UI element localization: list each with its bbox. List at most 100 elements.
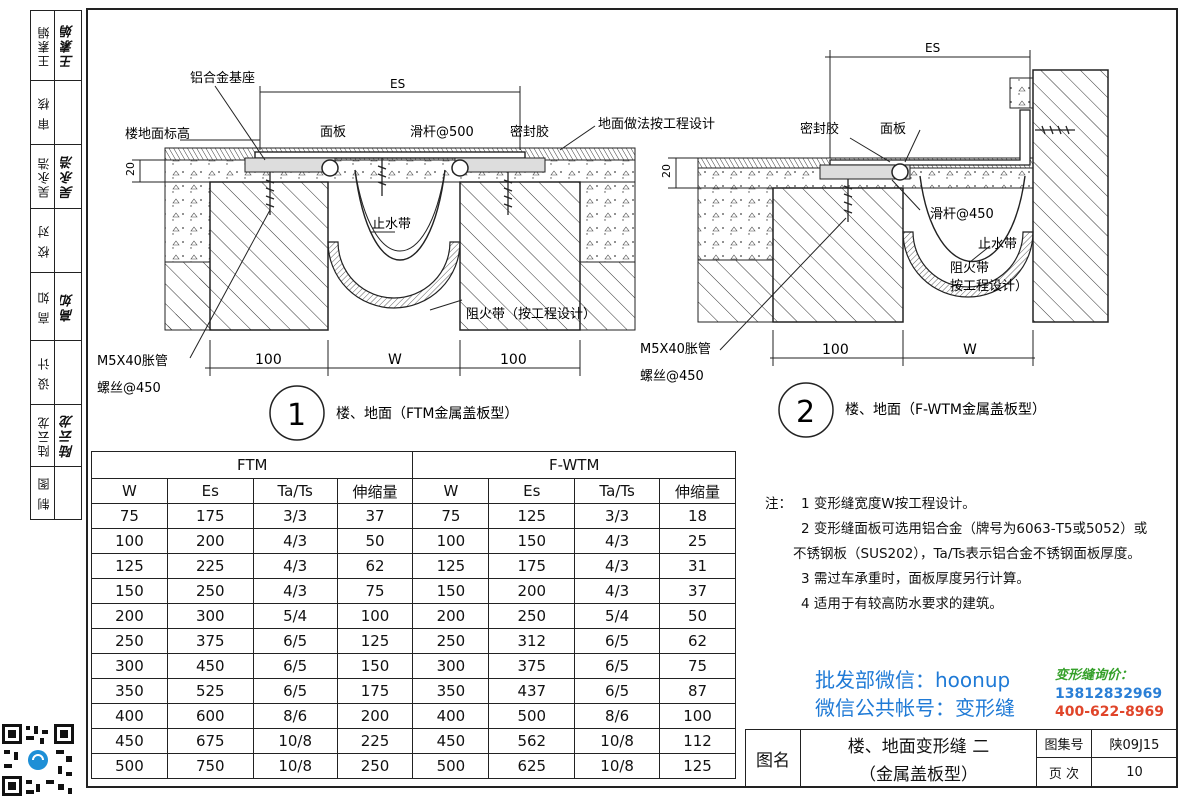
detail-number: 1 (287, 398, 306, 433)
table-cell: 437 (488, 678, 576, 704)
table-cell: 75 (412, 503, 490, 529)
table-cell: 750 (166, 753, 254, 779)
signature-column: 王素娟 王素娟 审 核 吴永浩 吴永浩 校 对 高 如 高如 设 计 陆云龙 陆… (30, 10, 82, 520)
table-cell: 50 (336, 528, 414, 554)
slide-bar (891, 163, 909, 181)
label-panel: 面板 (320, 125, 346, 140)
table-cell: 300 (412, 653, 490, 679)
table-cell: 562 (488, 728, 576, 754)
table-cell: 125 (412, 553, 490, 579)
table-cell: 125 (488, 503, 576, 529)
table-cell: 200 (336, 703, 414, 729)
table-cell: 375 (488, 653, 576, 679)
table-cell: 6/5 (252, 628, 338, 654)
table-cell: 300 (166, 603, 254, 629)
sidebar-cell: 陆云龙 陆云龙 (31, 405, 81, 467)
table-cell: 150 (412, 578, 490, 604)
drawing-2-fwtm: ES 密封胶 面板 20 滑杆@450 止水带 阻火带 按工程设计） M5X40… (640, 41, 1109, 438)
sidebar-cell: 王素娟 王素娟 (31, 11, 81, 81)
detail-caption: 楼、地面（F-WTM金属盖板型） (845, 402, 1046, 418)
ad-public-line: 微信公共帐号：变形缝 (815, 696, 1015, 720)
concrete-block (164, 181, 211, 263)
dimension-lines (132, 85, 596, 376)
sidebar-label: 审 核 (33, 81, 55, 144)
label-dim-20: 20 (124, 162, 137, 176)
label-slide: 滑杆@500 (410, 125, 474, 140)
label-screw1: M5X40胀管 (640, 342, 711, 357)
table-cell: 87 (659, 678, 736, 704)
table-cell: 100 (336, 603, 414, 629)
concrete-block (579, 181, 636, 263)
anchor-screws (265, 158, 513, 215)
structure-right-low (579, 261, 636, 331)
table-cell: 450 (412, 728, 490, 754)
table-cell: 175 (336, 678, 414, 704)
slide-bar (451, 159, 469, 177)
structure-right (459, 181, 581, 331)
structure-left-low (164, 261, 211, 331)
fire-barrier (327, 241, 461, 309)
table-cell: 500 (91, 753, 168, 779)
ad-contact: 变形缝询价： 13812832969 400-622-8969 (1055, 667, 1164, 721)
table-cell: 3/3 (252, 503, 338, 529)
sidebar-cell: 制 图 (31, 467, 81, 519)
table-cell: 100 (659, 703, 736, 729)
atlas-label: 图集号 (1036, 730, 1091, 758)
column-header: W (412, 478, 490, 504)
dimension-lines (668, 50, 1035, 366)
table-cell: 10/8 (252, 753, 338, 779)
table-cell: 3/3 (574, 503, 661, 529)
table-cell: 250 (166, 578, 254, 604)
cover-plate (254, 151, 526, 159)
table-cell: 4/3 (574, 528, 661, 554)
sidebar-cell: 审 核 (31, 81, 81, 145)
title-line-1: 楼、地面变形缝 二 (847, 736, 990, 757)
table-cell: 150 (488, 528, 576, 554)
label-fire2: 按工程设计） (950, 279, 1028, 294)
structure-low (697, 259, 774, 323)
qr-code-icon (0, 722, 76, 798)
column-header: 伸缩量 (336, 478, 414, 504)
label-screw2: 螺丝@450 (640, 369, 704, 384)
table-cell: 625 (488, 753, 576, 779)
table-cell: 6/5 (574, 653, 661, 679)
table-cell: 200 (166, 528, 254, 554)
title-line-2: （金属盖板型） (859, 765, 978, 785)
column-header: W (91, 478, 168, 504)
water-stop-inner (354, 169, 446, 252)
table-cell: 4/3 (574, 553, 661, 579)
label-dim-left: 100 (822, 342, 849, 358)
label-screw1: M5X40胀管 (97, 354, 168, 369)
table-cell: 450 (166, 653, 254, 679)
table-cell: 10/8 (574, 728, 661, 754)
table-cell: 100 (91, 528, 168, 554)
table-cell: 4/3 (252, 553, 338, 579)
table-cell: 8/6 (252, 703, 338, 729)
water-stop (354, 169, 446, 261)
label-fire1: 阻火带 (950, 261, 989, 276)
label-panel: 面板 (880, 122, 906, 137)
table-cell: 75 (91, 503, 168, 529)
table-cell: 200 (488, 578, 576, 604)
table-cell: 150 (336, 653, 414, 679)
column-header: Es (488, 478, 576, 504)
group-fwtm: F-WTM (412, 451, 736, 479)
table-cell: 375 (166, 628, 254, 654)
column-header: Ta/Ts (574, 478, 661, 504)
label-dim-20: 20 (660, 164, 673, 178)
table-cell: 400 (91, 703, 168, 729)
structure-left (772, 187, 904, 323)
fire-barrier (902, 231, 1034, 298)
table-cell: 150 (91, 578, 168, 604)
slide-bar (321, 159, 339, 177)
aluminum-base (819, 164, 911, 180)
table-cell: 75 (659, 653, 736, 679)
